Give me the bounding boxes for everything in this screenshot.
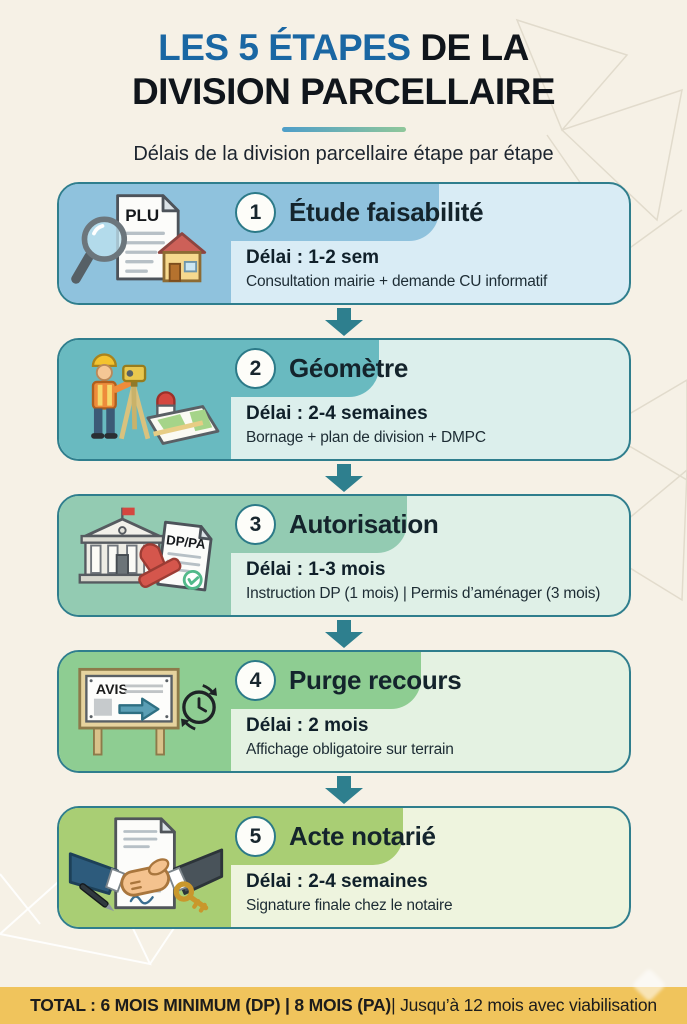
town-hall-stamped-document-illustration: DP/PA (61, 498, 231, 612)
step-card-5: 5 Acte notarié Délai : 2-4 semaines Sign… (57, 806, 631, 929)
stamp-icon (138, 543, 182, 589)
step-1-number: 1 (249, 200, 262, 224)
step-card-2: 2 Géomètre Délai : 2-4 semaines Bornage … (57, 338, 631, 461)
flow-arrow-3 (57, 617, 631, 650)
step-number-badge: 2 (235, 348, 276, 389)
step-card-1: PLU (57, 182, 631, 305)
step-number-badge: 4 (235, 660, 276, 701)
parcel-map-icon (146, 405, 220, 445)
dp-pa-document-icon: DP/PA (156, 520, 213, 592)
page-subtitle: Délais de la division parcellaire étape … (133, 142, 554, 165)
step-1-delay: Délai : 1-2 sem (246, 247, 380, 268)
page-title-line2: DIVISION PARCELLAIRE (131, 71, 556, 113)
page-title-highlight: LES 5 ÉTAPES (158, 27, 411, 68)
step-2-body: Délai : 2-4 semaines Bornage + plan de d… (246, 403, 625, 447)
step-card-4: AVIS (57, 650, 631, 773)
step-1-header: 1 Étude faisabilité (235, 184, 484, 241)
pending-clock-icon (181, 684, 217, 731)
step-number-badge: 3 (235, 504, 276, 545)
step-3-detail: Instruction DP (1 mois) | Permis d’aména… (246, 585, 601, 602)
step-3-header: 3 Autorisation (235, 496, 439, 553)
page-title: LES 5 ÉTAPES DE LA DIVISION PARCELLAIRE (0, 26, 687, 115)
step-2-detail: Bornage + plan de division + DMPC (246, 429, 486, 446)
step-4-delay: Délai : 2 mois (246, 715, 369, 736)
surveyor-icon (91, 353, 132, 439)
avis-label: AVIS (96, 682, 128, 698)
step-2-number: 2 (249, 356, 262, 380)
notice-board-clock-illustration: AVIS (61, 654, 231, 768)
step-4-number: 4 (249, 668, 262, 692)
step-5-number: 5 (249, 824, 262, 848)
surveyor-theodolite-map-illustration (61, 342, 231, 456)
handshake-contract-key-illustration (61, 810, 231, 924)
page-title-rest: DE LA (410, 27, 529, 68)
step-2-title: Géomètre (289, 353, 408, 383)
step-3-body: Délai : 1-3 mois Instruction DP (1 mois)… (246, 559, 625, 603)
house-icon (157, 232, 207, 283)
step-5-title: Acte notarié (289, 821, 436, 851)
step-number-badge: 1 (235, 192, 276, 233)
step-1-body: Délai : 1-2 sem Consultation mairie + de… (246, 247, 625, 291)
step-number-badge: 5 (235, 816, 276, 857)
arrow-down-icon (325, 463, 363, 492)
footer-total-rest: | Jusqu’à 12 mois avec viabilisation (391, 995, 657, 1015)
step-2-header: 2 Géomètre (235, 340, 408, 397)
step-4-header: 4 Purge recours (235, 652, 462, 709)
step-card-3: DP/PA 3 Autorisat (57, 494, 631, 617)
magnifier-icon (71, 216, 128, 284)
flow-arrow-1 (57, 305, 631, 338)
theodolite-tripod-icon (119, 364, 151, 440)
step-1-detail: Consultation mairie + demande CU informa… (246, 273, 548, 290)
arrow-down-icon (325, 619, 363, 648)
page-header: LES 5 ÉTAPES DE LA DIVISION PARCELLAIRE … (0, 0, 687, 166)
notice-board-icon: AVIS (78, 667, 180, 756)
steps-flow: PLU (57, 182, 631, 929)
step-4-detail: Affichage obligatoire sur terrain (246, 741, 454, 758)
step-3-title: Autorisation (289, 509, 439, 539)
step-5-header: 5 Acte notarié (235, 808, 436, 865)
total-footer-bar: TOTAL : 6 MOIS MINIMUM (DP) | 8 MOIS (PA… (0, 968, 687, 1024)
plu-label: PLU (125, 206, 159, 225)
title-divider (281, 126, 406, 132)
plu-document-magnifier-house-illustration: PLU (61, 186, 231, 300)
step-3-number: 3 (249, 512, 262, 536)
arrow-down-icon (325, 775, 363, 804)
flow-arrow-4 (57, 773, 631, 806)
step-1-title: Étude faisabilité (289, 197, 484, 227)
step-4-title: Purge recours (289, 665, 462, 695)
dp-pa-label: DP/PA (165, 532, 206, 552)
footer-total-bold: TOTAL : 6 MOIS MINIMUM (DP) | 8 MOIS (PA… (30, 995, 392, 1015)
step-2-delay: Délai : 2-4 semaines (246, 403, 428, 424)
step-5-body: Délai : 2-4 semaines Signature finale ch… (246, 871, 625, 915)
step-3-delay: Délai : 1-3 mois (246, 559, 386, 580)
arrow-down-icon (325, 307, 363, 336)
step-5-detail: Signature finale chez le notaire (246, 897, 453, 914)
step-4-body: Délai : 2 mois Affichage obligatoire sur… (246, 715, 625, 759)
step-5-delay: Délai : 2-4 semaines (246, 871, 428, 892)
flow-arrow-2 (57, 461, 631, 494)
